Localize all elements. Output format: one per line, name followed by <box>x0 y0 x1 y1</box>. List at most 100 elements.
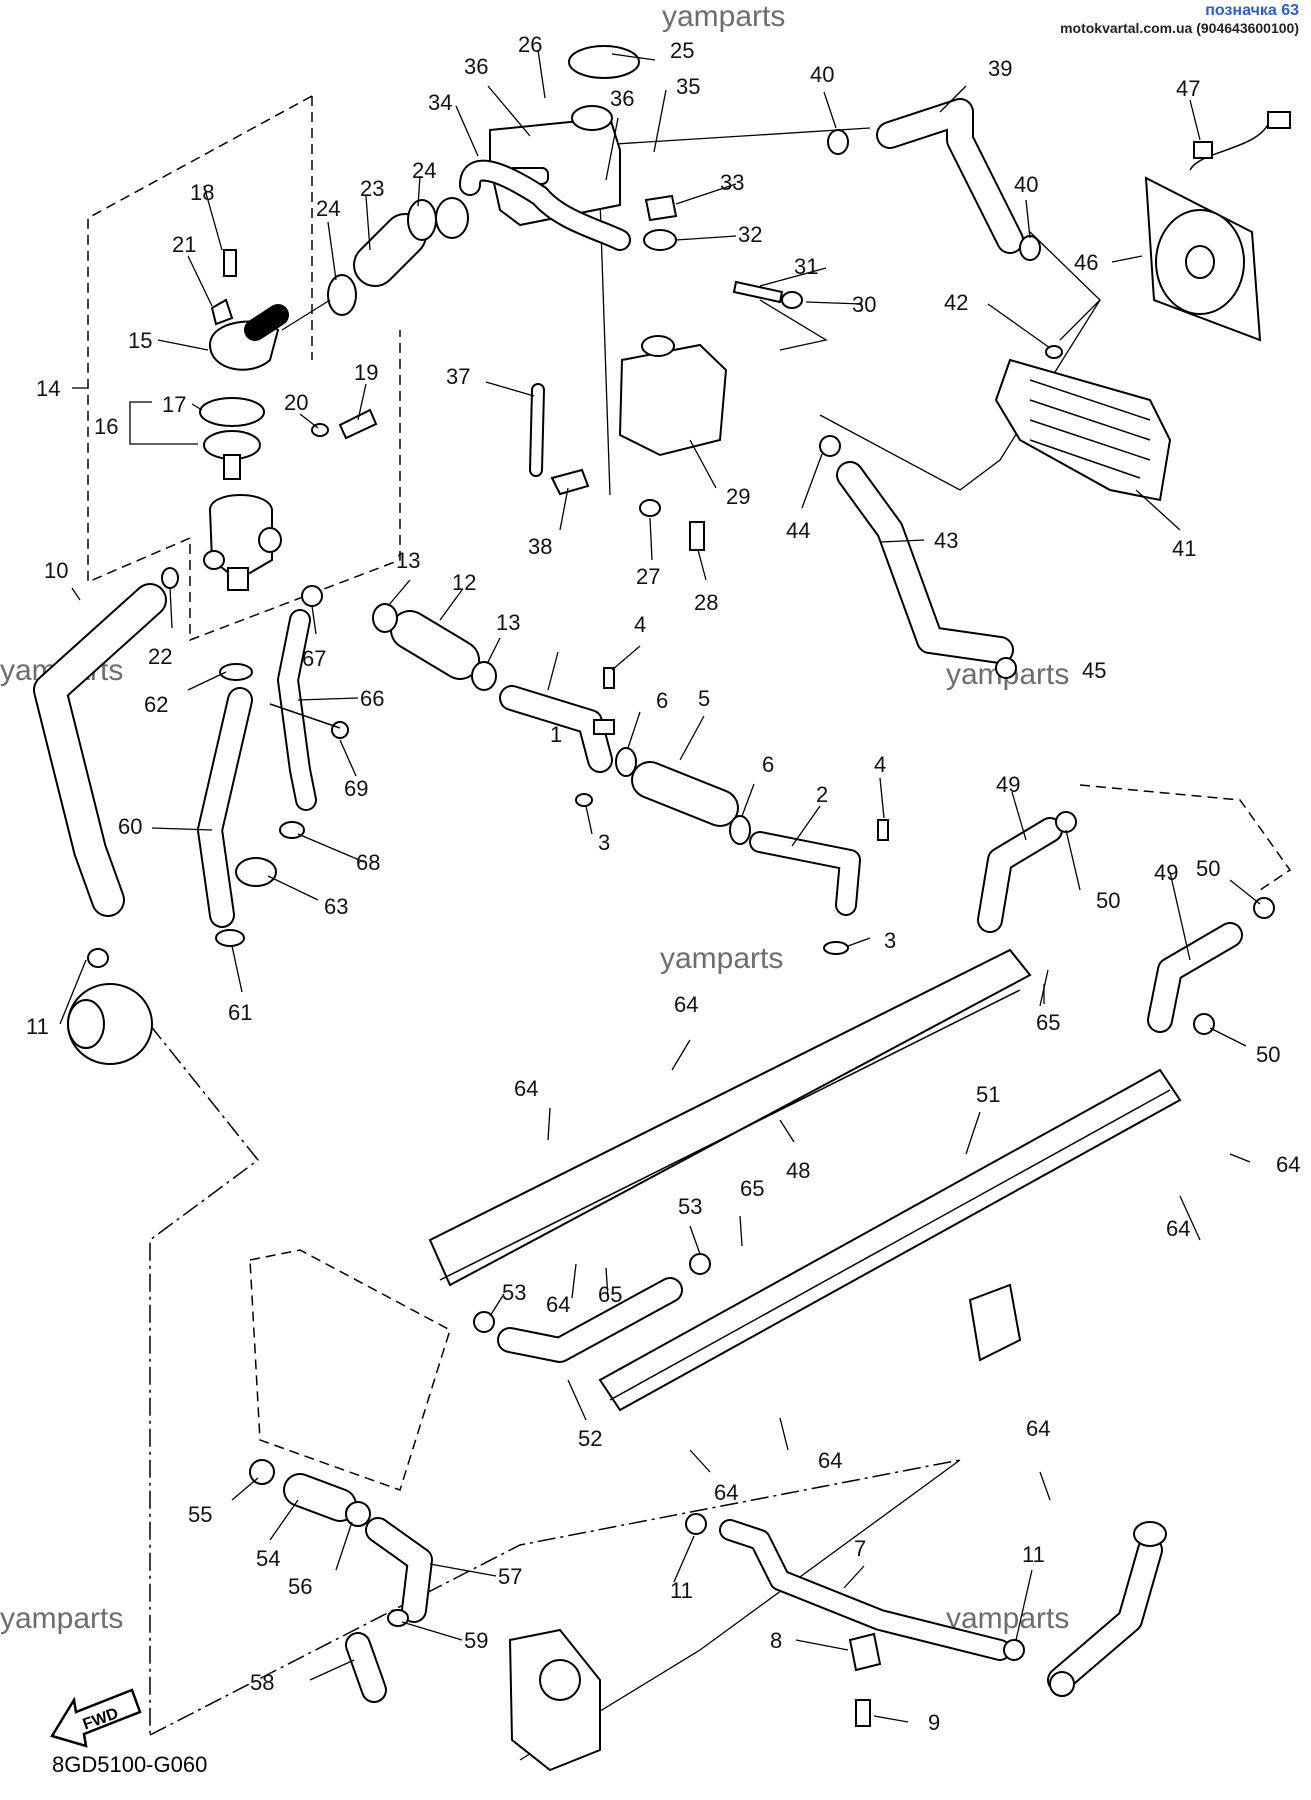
diagram-code: 8GD5100-G060 <box>52 1752 208 1777</box>
thermostat-cover-spout <box>244 304 289 341</box>
tank-neck <box>571 105 613 131</box>
hose-10 <box>33 583 167 917</box>
pipe-right-fitting <box>1049 1671 1075 1697</box>
callout-54: 54 <box>256 1546 280 1571</box>
callout-7: 7 <box>854 1536 866 1561</box>
callout-65-c: 65 <box>740 1176 764 1201</box>
callout-52: 52 <box>578 1426 602 1451</box>
callout-33: 33 <box>720 170 744 195</box>
callout-21: 21 <box>172 232 196 257</box>
thermostat-assembly-outline <box>87 95 401 642</box>
tank-cap <box>568 45 640 79</box>
clamp-50-a <box>1055 811 1077 833</box>
callout-14: 14 <box>36 376 60 401</box>
callout-5: 5 <box>698 686 710 711</box>
rear-bracket-outline <box>249 1249 451 1491</box>
clamp-6-right <box>729 815 751 845</box>
callout-4-b: 4 <box>874 752 886 777</box>
callout-36-b: 36 <box>610 86 634 111</box>
pump-inlet <box>67 999 105 1049</box>
watermark-center: yamparts <box>660 942 783 975</box>
callout-24-b: 24 <box>412 158 436 183</box>
clamp-62 <box>219 663 253 681</box>
gasket-17 <box>199 397 265 427</box>
callout-43: 43 <box>934 528 958 553</box>
callout-62: 62 <box>144 692 168 717</box>
rail-49-dashed <box>1079 784 1292 891</box>
callout-58: 58 <box>250 1670 274 1695</box>
callout-11-a: 11 <box>26 1014 49 1039</box>
callout-65-b: 65 <box>598 1282 622 1307</box>
water-pump-left <box>67 948 153 1065</box>
callout-64-e: 64 <box>1276 1152 1300 1177</box>
callout-50-c: 50 <box>1256 1042 1280 1067</box>
callout-34: 34 <box>428 90 452 115</box>
clamp-40-bottom <box>1019 235 1041 261</box>
fan-hub <box>1185 245 1215 279</box>
callout-50-b: 50 <box>1196 856 1220 881</box>
header-label: позначка 63 motokvartal.com.ua (90464360… <box>1060 2 1299 36</box>
lower-hoses <box>249 1459 1167 1727</box>
bolt-42 <box>1045 345 1063 359</box>
callout-64-c: 64 <box>546 1292 570 1317</box>
clamp-13-left <box>372 603 398 633</box>
engine-cover <box>508 1628 601 1772</box>
pump-guide-line <box>149 1024 260 1735</box>
callout-46: 46 <box>1074 250 1098 275</box>
assembly-outlines <box>72 95 1101 1761</box>
thermostat-assembly <box>129 249 378 591</box>
callout-18: 18 <box>190 180 214 205</box>
callout-45: 45 <box>1082 658 1106 683</box>
bolt-47 <box>1193 141 1213 159</box>
callout-37: 37 <box>446 364 470 389</box>
bottom-guide-line <box>149 1459 961 1736</box>
bolt-31 <box>732 280 784 304</box>
callout-59: 59 <box>464 1628 488 1653</box>
callout-11-b: 11 <box>670 1578 693 1603</box>
bolt-4-left <box>603 667 615 689</box>
clamp-53-b <box>689 1253 711 1275</box>
pipe-1-boss <box>593 719 615 735</box>
fan-assembly <box>1144 111 1291 342</box>
hoses-49-52 <box>473 811 1275 1363</box>
callout-19: 19 <box>354 360 378 385</box>
bracket-38 <box>550 468 590 496</box>
diagram-title: позначка 63 <box>1205 2 1299 19</box>
clamp-44 <box>819 435 841 457</box>
callout-31: 31 <box>794 254 818 279</box>
o-ring-3-right <box>823 941 849 955</box>
callout-57: 57 <box>498 1564 522 1589</box>
bracket-21 <box>210 298 234 326</box>
callout-49-a: 49 <box>996 772 1020 797</box>
callout-4-a: 4 <box>634 612 646 637</box>
watermark-bottom-right: yamparts <box>946 1602 1069 1635</box>
callout-56: 56 <box>288 1574 312 1599</box>
callout-6-a: 6 <box>656 688 668 713</box>
callout-28: 28 <box>694 590 718 615</box>
source-site: motokvartal.com.ua (904643600100) <box>1060 20 1299 37</box>
engine-cover-boss <box>539 1659 581 1701</box>
watermark-bottom-left: yamparts <box>0 1602 123 1635</box>
pipe-right-end <box>1133 1521 1167 1547</box>
callout-labels: 1 2 3 3 4 4 5 6 6 7 8 9 10 11 11 11 12 1… <box>26 32 1300 1735</box>
callout-22: 22 <box>148 644 172 669</box>
callout-64-a: 64 <box>674 992 698 1017</box>
clamp-11-top <box>87 948 109 968</box>
callout-60: 60 <box>118 814 142 839</box>
callout-1: 1 <box>550 722 562 747</box>
clamp-55 <box>249 1459 275 1485</box>
bracket-30-box <box>759 299 828 351</box>
washer-32 <box>643 229 677 251</box>
callout-20: 20 <box>284 390 308 415</box>
clamp-6-left <box>615 747 637 777</box>
hose-23-assembly <box>281 199 437 331</box>
clamp-61 <box>215 929 245 947</box>
fan-connector <box>1267 111 1291 129</box>
callout-6-b: 6 <box>762 752 774 777</box>
bracket-rear-right <box>968 1283 1022 1362</box>
clamp-53-a <box>473 1311 495 1333</box>
callout-2: 2 <box>816 782 828 807</box>
callout-32: 32 <box>738 222 762 247</box>
callout-10: 10 <box>44 558 68 583</box>
clamp-11-mid <box>685 1513 707 1535</box>
